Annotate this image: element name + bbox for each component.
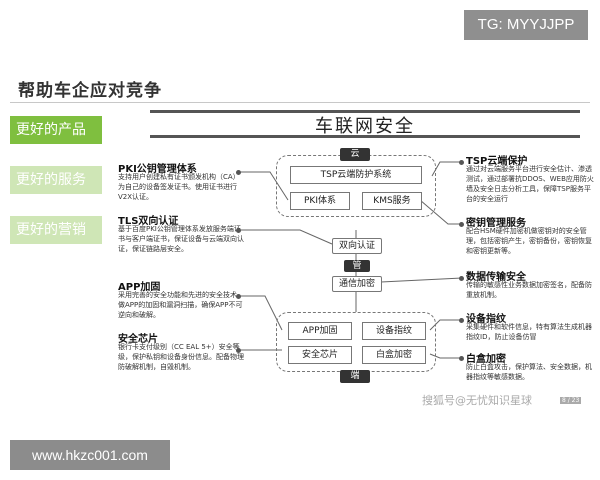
page-title: 帮助车企应对竞争 [18, 81, 162, 101]
connector-dot [459, 222, 464, 227]
source-credit: 搜狐号@无忧知识星球 [422, 394, 532, 407]
watermark-bottom: www.hkzc001.com [10, 440, 170, 470]
tab-better-product[interactable]: 更好的产品 [10, 116, 102, 144]
tls-description: 基于百度PKI公钥管理体系发放服务端证书与客户端证书，保证设备与云端双向认证，保… [118, 225, 244, 253]
whitebox-encryption-node: 白盒加密 [362, 346, 426, 364]
connector-dot [459, 318, 464, 323]
security-chip-node: 安全芯片 [288, 346, 352, 364]
fingerprint-description: 采集硬件和软件信息，特有算法生成机器指纹ID，防止设备仿冒 [466, 323, 592, 341]
whitebox-description: 防止白盒攻击，保护算法、安全数据，机器指纹等敏感数据。 [466, 363, 592, 381]
tsp-protection-node: TSP云端防护系统 [290, 166, 422, 184]
watermark-top: TG: MYYJJPP [464, 10, 588, 40]
tsp-heading: TSP云端保护 [466, 156, 528, 167]
header-divider [10, 102, 590, 103]
connector-dot [459, 356, 464, 361]
tls-heading: TLS双向认证 [118, 216, 179, 227]
fingerprint-heading: 设备指纹 [466, 314, 506, 325]
connector-dot [236, 228, 241, 233]
data-transfer-heading: 数据传输安全 [466, 272, 526, 283]
diagram-title: 车联网安全 [150, 110, 580, 138]
pki-description: 支持用户创建私有证书颁发机构（CA）为自己的设备签发证书。使用证书进行V2X认证… [118, 173, 240, 201]
kms-heading: 密钥管理服务 [466, 218, 526, 229]
app-hardening-description: 采用完善的安全功能和先进的安全技术，做APP的加固和漏洞扫描，确保APP不可逆向… [118, 291, 244, 319]
pki-heading: PKI公钥管理体系 [118, 164, 197, 175]
connector-dot [459, 276, 464, 281]
kms-node: KMS服务 [362, 192, 422, 210]
data-transfer-description: 传输的敏感性业务数据加密签名，配备防重放机制。 [466, 281, 592, 299]
device-fingerprint-node: 设备指纹 [362, 322, 426, 340]
pki-node: PKI体系 [290, 192, 350, 210]
end-tier-label: 端 [340, 370, 370, 383]
mutual-auth-node: 双向认证 [332, 238, 382, 254]
app-hardening-node: APP加固 [288, 322, 352, 340]
comm-encryption-node: 通信加密 [332, 276, 382, 292]
tab-better-service[interactable]: 更好的服务 [10, 166, 102, 194]
whitebox-heading: 白盒加密 [466, 354, 506, 365]
connector-dot [236, 170, 241, 175]
page-indicator: 8 / 23 [560, 397, 582, 404]
connector-dot [459, 160, 464, 165]
connector-dot [236, 348, 241, 353]
pipe-tier-label: 管 [344, 260, 370, 272]
security-chip-description: 银行卡支付级别（CC EAL 5+）安全等级，保护私钥和设备身份信息。配备物理防… [118, 343, 244, 371]
connector-dot [236, 294, 241, 299]
kms-description: 配合HSM硬件加密机做密钥对的安全管理，包括密钥产生，密钥备份，密钥恢复和密钥更… [466, 227, 592, 255]
cloud-tier-label: 云 [340, 148, 370, 161]
tsp-description: 通过对云端服务平台进行安全估计、渗透测试，通过部署抗DDOS、WEB应用防火墙及… [466, 165, 594, 203]
tab-better-marketing[interactable]: 更好的营销 [10, 216, 102, 244]
app-hardening-heading: APP加固 [118, 282, 161, 293]
security-chip-heading: 安全芯片 [118, 334, 158, 345]
